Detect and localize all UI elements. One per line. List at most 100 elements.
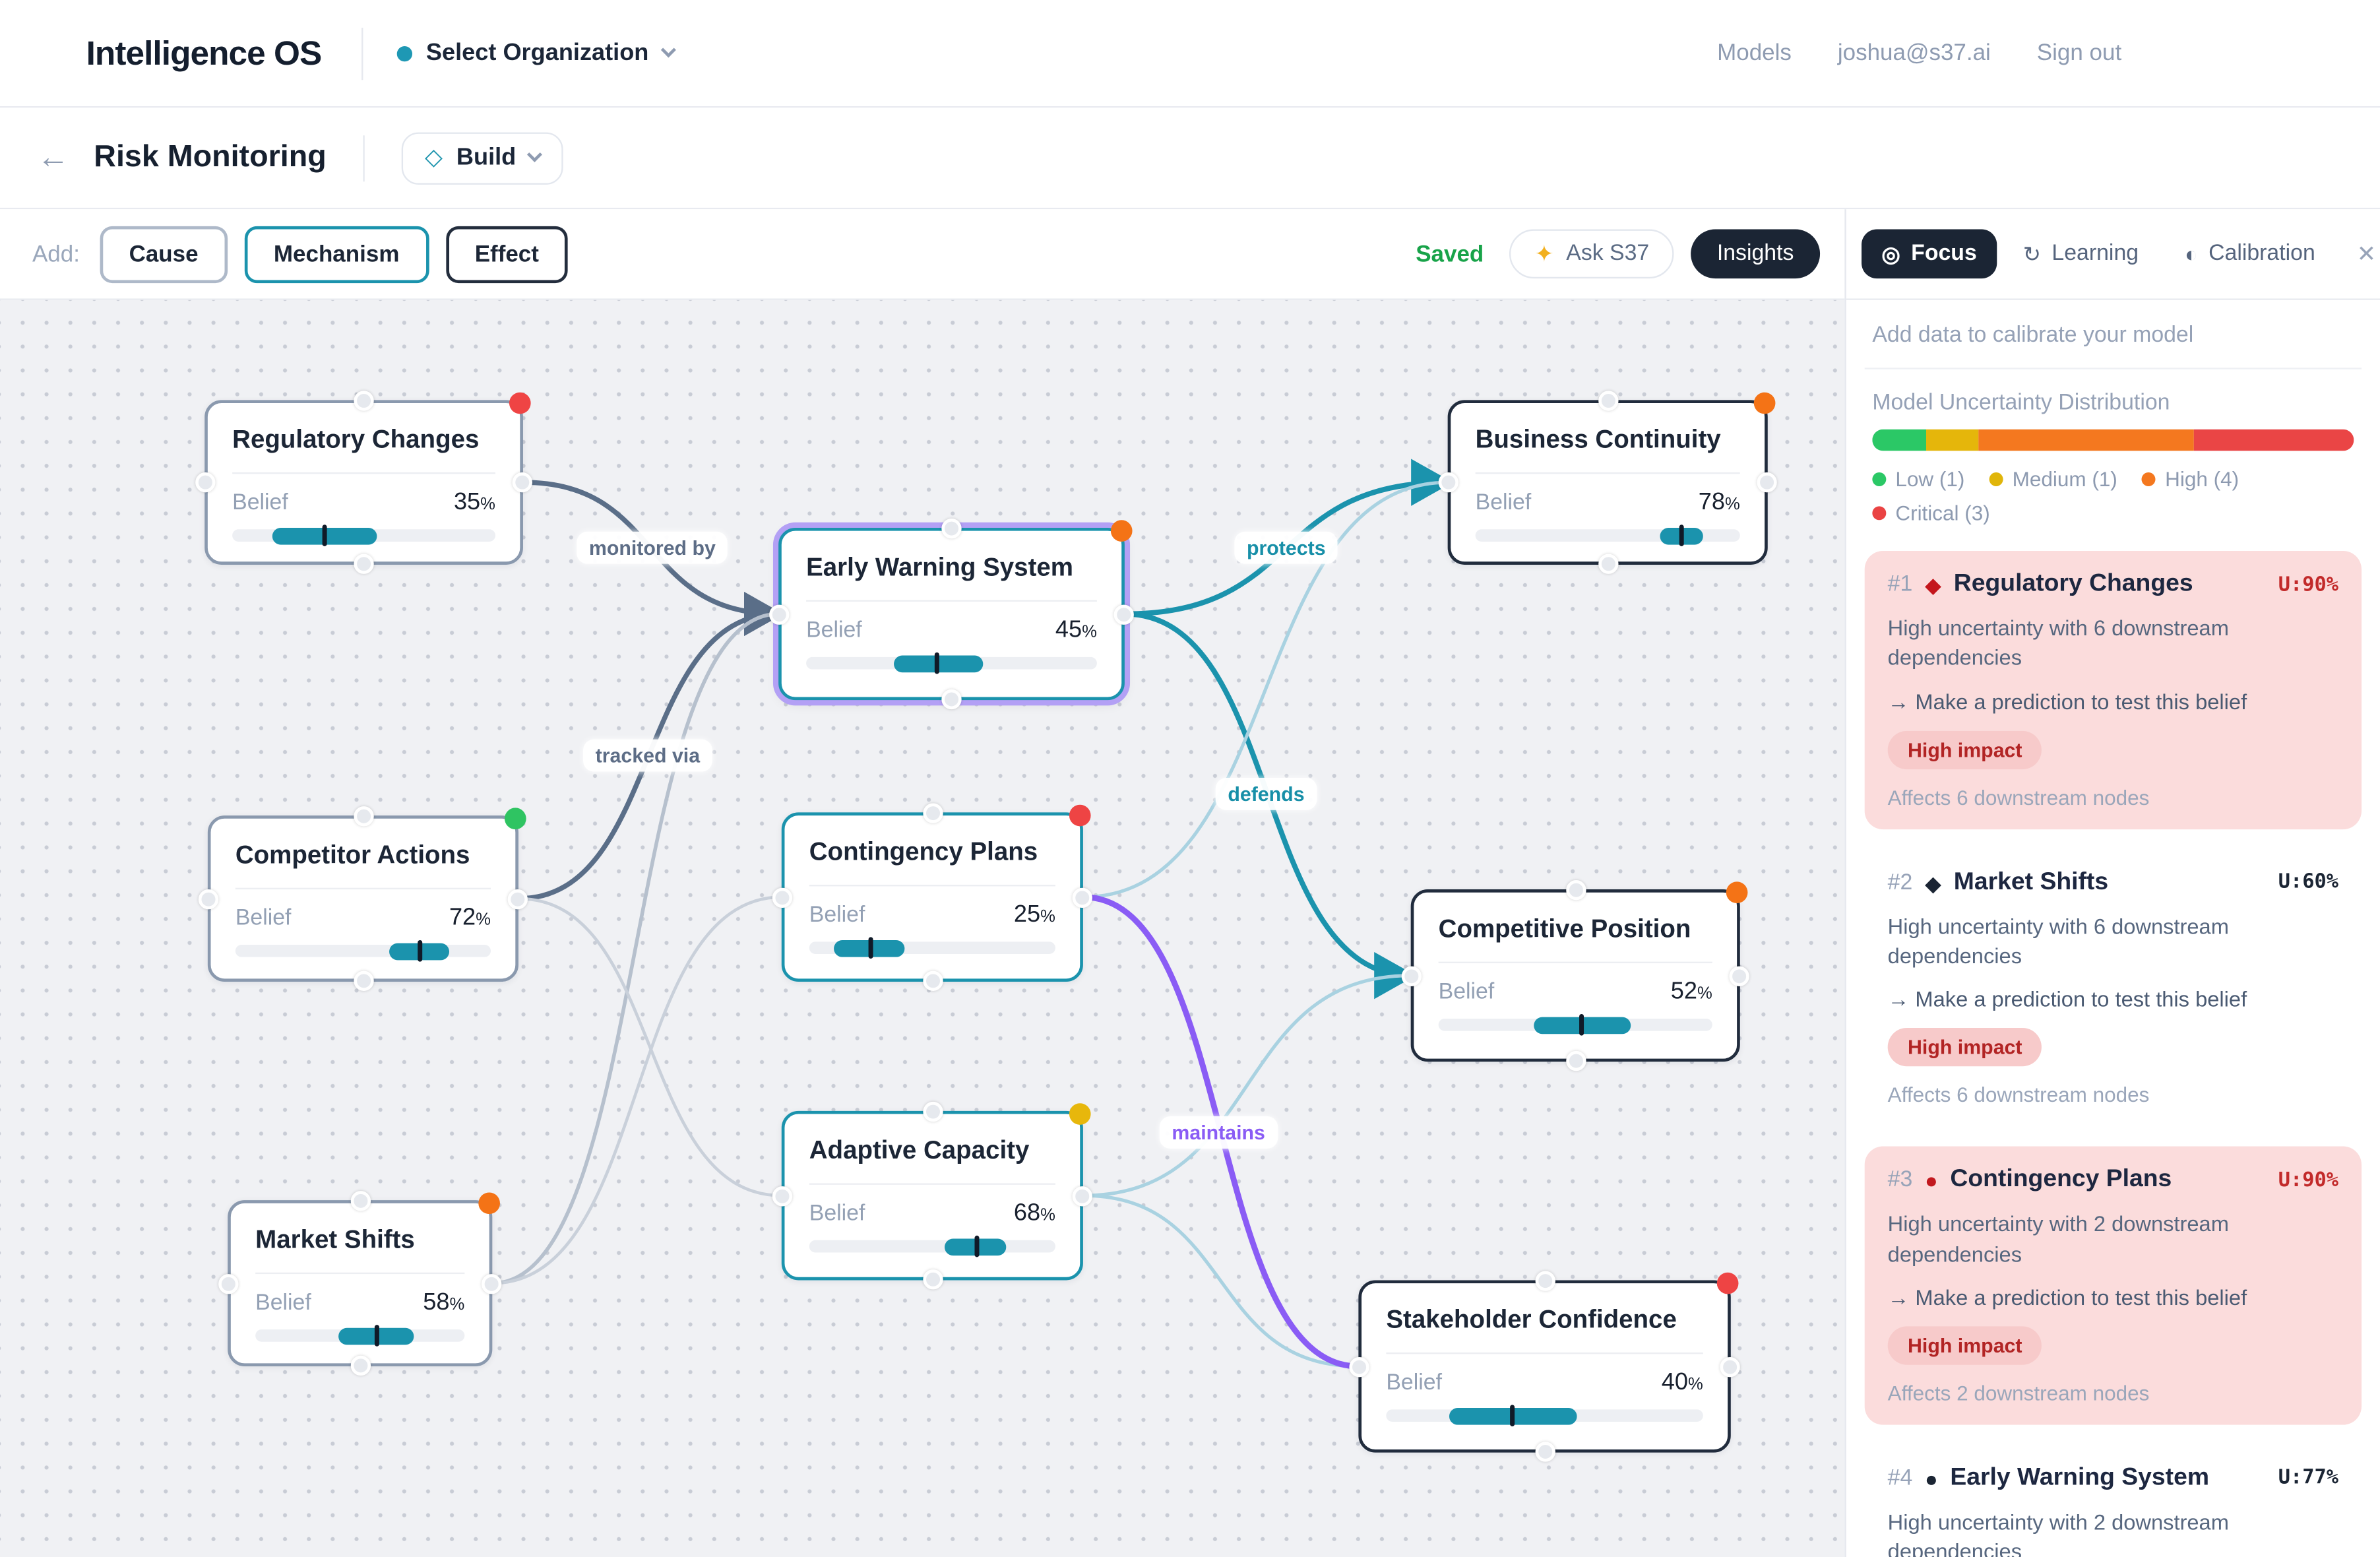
close-icon[interactable]: ✕ [2348,234,2380,274]
tab-learning[interactable]: ↻Learning [2003,230,2158,279]
legend-label: Critical (3) [1895,501,1989,524]
tab-calibration[interactable]: ◐Calibration [2165,230,2335,279]
connection-handle-left[interactable] [772,887,792,907]
ask-s37-button[interactable]: ✦ Ask S37 [1510,230,1674,279]
belief-bar[interactable] [255,1329,464,1342]
graph-canvas[interactable]: monitored bytracked viaprotectsdefendsma… [0,300,1844,1557]
belief-bar[interactable] [806,657,1097,670]
belief-bar[interactable] [1439,1019,1712,1031]
node-competitor-actions[interactable]: Competitor ActionsBelief72% [208,815,518,982]
connection-handle-top[interactable] [1565,880,1585,900]
belief-bar[interactable] [235,945,491,957]
connection-handle-left[interactable] [199,889,218,908]
connection-handle-top[interactable] [354,391,373,410]
connection-handle-bottom[interactable] [1598,554,1617,574]
node-title: Competitive Position [1414,893,1737,962]
connection-handle-bottom[interactable] [1534,1442,1554,1461]
belief-bar[interactable] [809,1240,1055,1253]
connection-handle-right[interactable] [482,1273,501,1293]
node-title: Market Shifts [231,1203,489,1273]
node-title: Contingency Plans [784,815,1080,885]
connection-handle-bottom[interactable] [941,689,961,709]
status-dot [1754,393,1776,414]
connection-handle-bottom[interactable] [922,1269,942,1289]
connection-handle-right[interactable] [1729,965,1749,985]
belief-label: Belief [235,906,292,931]
connection-handle-right[interactable] [1757,472,1776,492]
node-market-shifts[interactable]: Market ShiftsBelief58% [228,1200,492,1366]
node-business-continuity[interactable]: Business ContinuityBelief78% [1448,400,1768,565]
connection-handle-left[interactable] [769,604,789,623]
belief-value: 45% [1055,617,1097,645]
org-selector[interactable]: Select Organization [397,39,673,67]
connection-handle-top[interactable] [353,806,373,826]
connection-handle-top[interactable] [350,1191,370,1211]
belief-marker [375,1325,379,1347]
focus-card-header: #3●Contingency PlansU:90% [1888,1166,2338,1194]
connection-handle-bottom[interactable] [1565,1051,1585,1071]
mode-selector[interactable]: ◇ Build [402,131,564,183]
connection-handle-left[interactable] [772,1186,792,1205]
connection-handle-top[interactable] [922,803,942,823]
connection-handle-left[interactable] [1349,1356,1369,1376]
connection-handle-top[interactable] [1598,391,1617,410]
connection-handle-bottom[interactable] [350,1356,370,1376]
belief-row: Belief25% [784,886,1080,940]
add-mechanism-button[interactable]: Mechanism [245,226,429,282]
connection-handle-right[interactable] [1073,1186,1092,1205]
edge-adaptive-capacity-to-competitive-position[interactable] [1083,976,1411,1196]
connection-handle-bottom[interactable] [353,971,373,991]
diamond-icon: ◇ [425,146,443,170]
node-early-warning-system[interactable]: Early Warning SystemBelief45% [778,528,1125,700]
add-label: Add: [32,241,80,267]
node-adaptive-capacity[interactable]: Adaptive CapacityBelief68% [782,1111,1083,1281]
belief-bar[interactable] [1386,1409,1703,1422]
edge-label: defends [1216,778,1317,810]
belief-bar[interactable] [1476,529,1740,542]
connection-handle-right[interactable] [508,889,528,908]
edge-adaptive-capacity-to-stakeholder-confidence[interactable] [1083,1195,1358,1366]
connection-handle-left[interactable] [218,1273,238,1293]
belief-marker [869,937,873,959]
card-rank: #2 [1888,870,1913,895]
focus-card[interactable]: #2◆Market ShiftsU:60%High uncertainty wi… [1865,849,2362,1127]
connection-handle-bottom[interactable] [354,554,373,574]
node-regulatory-changes[interactable]: Regulatory ChangesBelief35% [204,400,523,565]
back-button[interactable]: ← [37,142,69,174]
connection-handle-right[interactable] [1114,604,1134,623]
connection-handle-left[interactable] [1402,965,1422,985]
connection-handle-top[interactable] [922,1102,942,1122]
node-title: Early Warning System [782,531,1121,600]
percent-sign: % [476,911,491,930]
connection-handle-left[interactable] [1439,472,1458,492]
belief-value: 35% [454,490,495,517]
add-cause-button[interactable]: Cause [100,226,228,282]
node-stakeholder-confidence[interactable]: Stakeholder ConfidenceBelief40% [1358,1280,1730,1452]
nav-link[interactable]: joshua@s37.ai [1838,40,1991,67]
add-effect-button[interactable]: Effect [445,226,568,282]
focus-card[interactable]: #4●Early Warning SystemU:77%High uncerta… [1865,1445,2362,1557]
connection-handle-right[interactable] [1720,1356,1739,1376]
focus-card[interactable]: #3●Contingency PlansU:90%High uncertaint… [1865,1147,2362,1424]
connection-handle-bottom[interactable] [922,971,942,991]
connection-handle-right[interactable] [1073,887,1092,907]
diamond-icon: ◆ [1925,574,1941,596]
tab-focus[interactable]: ◎Focus [1862,230,1997,279]
connection-handle-left[interactable] [195,472,215,492]
saved-status: Saved [1416,241,1484,267]
belief-bar[interactable] [809,941,1055,954]
card-rank: #4 [1888,1466,1913,1490]
connection-handle-top[interactable] [941,519,961,538]
nav-link[interactable]: Models [1717,40,1792,67]
insights-panel: ◎Focus↻Learning◐Calibration ✕ Add data t… [1844,209,2380,1557]
insights-button[interactable]: Insights [1691,230,1820,279]
belief-bar[interactable] [232,529,495,542]
connection-handle-right[interactable] [513,472,532,492]
edge-market-shifts-to-contingency-plans[interactable] [492,897,781,1283]
focus-card[interactable]: #1◆Regulatory ChangesU:90%High uncertain… [1865,551,2362,829]
node-competitive-position[interactable]: Competitive PositionBelief52% [1411,889,1740,1062]
connection-handle-top[interactable] [1534,1271,1554,1290]
node-contingency-plans[interactable]: Contingency PlansBelief25% [782,812,1083,982]
nav-link[interactable]: Sign out [2037,40,2121,67]
edge-competitor-actions-to-adaptive-capacity[interactable] [518,899,782,1195]
